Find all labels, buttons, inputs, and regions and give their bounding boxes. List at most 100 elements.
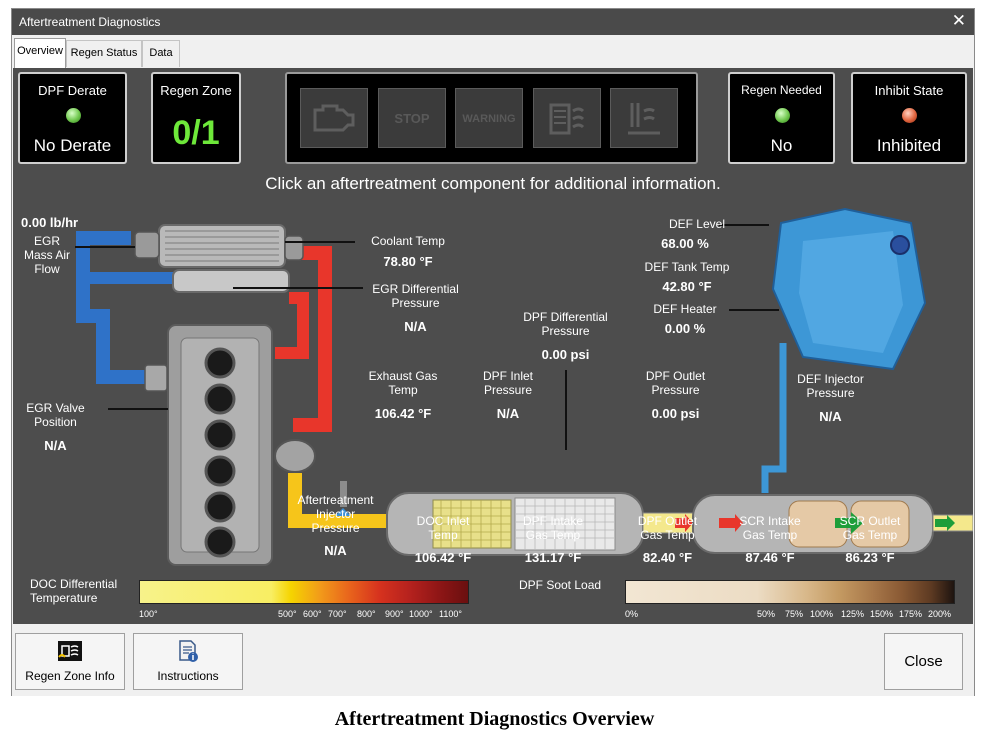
- dpf-diff-pressure-value[interactable]: 0.00 psi: [541, 347, 590, 362]
- hest-lamp-icon[interactable]: [610, 88, 678, 148]
- coolant-leader: [285, 241, 355, 243]
- warning-lamp-strip: STOP WARNING: [285, 72, 698, 164]
- inhibit-state-led-icon: [902, 108, 917, 123]
- regen-zone-value: 0/1: [172, 114, 220, 152]
- egr-mass-air-flow-value[interactable]: 0.00 lb/hr: [21, 215, 79, 230]
- regen-needed-panel[interactable]: Regen Needed No: [728, 72, 835, 164]
- document-info-icon: [179, 640, 198, 662]
- exhaust-pipe: [288, 473, 393, 528]
- regen-zone-info-label: Regen Zone Info: [25, 669, 115, 683]
- coolant-pipe-inner: [275, 292, 309, 359]
- exhaust-gas-temp-value[interactable]: 106.42 °F: [374, 406, 432, 421]
- coolant-temp-value[interactable]: 78.80 °F: [383, 254, 433, 269]
- tab-regen-status[interactable]: Regen Status: [66, 40, 142, 67]
- inhibit-state-panel[interactable]: Inhibit State Inhibited: [851, 72, 967, 164]
- soot-tick-75: 75%: [785, 609, 804, 619]
- doc-tick-900: 900°: [385, 609, 404, 619]
- soot-tick-200: 200%: [928, 609, 952, 619]
- dpf-outlet-pressure-label: DPF Outlet Pressure: [645, 369, 706, 397]
- stop-lamp-icon[interactable]: STOP: [378, 88, 446, 148]
- doc-tick-800: 800°: [357, 609, 376, 619]
- def-level-leader: [719, 224, 769, 226]
- def-supply-line: [761, 343, 787, 493]
- instructions-button[interactable]: Instructions: [133, 633, 243, 690]
- def-heater-value[interactable]: 0.00 %: [664, 321, 706, 336]
- soot-tick-175: 175%: [899, 609, 923, 619]
- app-window: Aftertreatment Diagnostics ✕ Overview Re…: [11, 8, 975, 696]
- doc-tick-100: 100°: [139, 609, 158, 619]
- def-injector-pressure-label: DEF Injector Pressure: [797, 372, 864, 400]
- def-heater-leader: [729, 309, 779, 311]
- dpf-soot-load-gradient: [625, 580, 955, 604]
- def-tank-temp-value[interactable]: 42.80 °F: [662, 279, 712, 294]
- tab-bar: Overview Regen Status Data: [12, 36, 974, 68]
- doc-inlet-temp-value[interactable]: 106.42 °F: [414, 550, 472, 565]
- dpf-inlet-pressure-label: DPF Inlet Pressure: [482, 369, 533, 397]
- soot-tick-50: 50%: [757, 609, 776, 619]
- footer-bar: Regen Zone Info Instructions Close: [12, 624, 974, 696]
- dpf-outlet-pressure-value[interactable]: 0.00 psi: [651, 406, 700, 421]
- window-title: Aftertreatment Diagnostics: [19, 15, 161, 29]
- figure-caption: Aftertreatment Diagnostics Overview: [334, 708, 655, 730]
- window-close-icon[interactable]: ✕: [951, 11, 966, 30]
- def-level-value[interactable]: 68.00 %: [661, 236, 709, 251]
- egr-valve: [144, 364, 168, 392]
- inhibit-state-value: Inhibited: [876, 136, 942, 155]
- dpf-intake-gas-temp-value[interactable]: 131.17 °F: [524, 550, 582, 565]
- dpf-lamp-icon[interactable]: [533, 88, 601, 148]
- regen-needed-value: No: [770, 136, 793, 155]
- tab-overview[interactable]: Overview: [14, 38, 66, 68]
- instruction-text: Click an aftertreatment component for ad…: [265, 174, 721, 193]
- regen-zone-info-button[interactable]: Regen Zone Info: [15, 633, 125, 690]
- overview-panel: DPF Derate No Derate Regen Zone 0/1 STOP…: [13, 68, 973, 624]
- def-injector-pressure-value[interactable]: N/A: [819, 409, 842, 424]
- doc-tick-700: 700°: [328, 609, 347, 619]
- scr-intake-gas-temp-label: SCR Intake Gas Temp: [739, 514, 801, 542]
- egr-diff-leader: [233, 287, 363, 289]
- warning-lamp-icon[interactable]: WARNING: [455, 88, 523, 148]
- dpf-derate-led-icon: [65, 108, 81, 123]
- dpf-outlet-gas-temp-value[interactable]: 82.40 °F: [642, 550, 693, 565]
- dpf-diff-pressure-label: DPF Differential Pressure: [523, 310, 608, 338]
- def-tank-cap: [890, 235, 910, 255]
- regen-zone-label: Regen Zone: [160, 83, 232, 98]
- regen-zone-info-icon: [58, 641, 82, 661]
- at-injector-pressure-value[interactable]: N/A: [324, 543, 347, 558]
- def-tank-temp-label: DEF Tank Temp: [644, 260, 730, 274]
- at-injector-pressure-label: Aftertreatment Injector Pressure: [297, 493, 374, 535]
- exhaust-gas-temp-label: Exhaust Gas Temp: [368, 369, 438, 397]
- def-level-label: DEF Level: [668, 217, 725, 231]
- dpf-diff-leader: [565, 370, 567, 450]
- instructions-label: Instructions: [157, 669, 219, 683]
- coolant-temp-label: Coolant Temp: [371, 234, 445, 248]
- scr-outlet-gas-temp-label: SCR Outlet Gas Temp: [839, 514, 901, 542]
- egr-valve-leader: [108, 408, 168, 410]
- close-button[interactable]: Close: [884, 633, 963, 690]
- regen-zone-panel[interactable]: Regen Zone 0/1: [151, 72, 241, 164]
- egr-diff-pressure-value[interactable]: N/A: [404, 319, 427, 334]
- egr-valve-position-value[interactable]: N/A: [44, 438, 67, 453]
- scr-intake-gas-temp-value[interactable]: 87.46 °F: [745, 550, 795, 565]
- def-heater-label: DEF Heater: [653, 302, 717, 316]
- turbocharger: [274, 439, 316, 473]
- doc-tick-1000: 1000°: [409, 609, 433, 619]
- scr-outlet-gas-temp-value[interactable]: 86.23 °F: [845, 550, 895, 565]
- doc-diff-temp-label: DOC Differential Temperature: [30, 577, 118, 605]
- egr-flow-leader: [75, 246, 135, 248]
- dpf-derate-value: No Derate: [33, 136, 112, 155]
- check-engine-lamp-icon[interactable]: [300, 88, 368, 148]
- aftertreatment-schematic: [76, 207, 973, 566]
- tab-data[interactable]: Data: [142, 40, 180, 67]
- soot-tick-125: 125%: [841, 609, 865, 619]
- soot-tick-150: 150%: [870, 609, 894, 619]
- dpf-derate-panel[interactable]: DPF Derate No Derate: [18, 72, 127, 164]
- dpf-inlet-pressure-value[interactable]: N/A: [496, 406, 520, 421]
- coolant-pipe-right: [289, 246, 332, 432]
- egr-intake-pipe: [76, 231, 145, 384]
- soot-tick-0: 0%: [625, 609, 639, 619]
- soot-tick-100: 100%: [810, 609, 834, 619]
- dpf-soot-load-label: DPF Soot Load: [519, 578, 602, 592]
- egr-cooler: [172, 269, 290, 293]
- egr-mass-air-flow-label: EGR Mass Air Flow: [23, 234, 70, 276]
- doc-inlet-temp-label: DOC Inlet Temp: [416, 514, 470, 542]
